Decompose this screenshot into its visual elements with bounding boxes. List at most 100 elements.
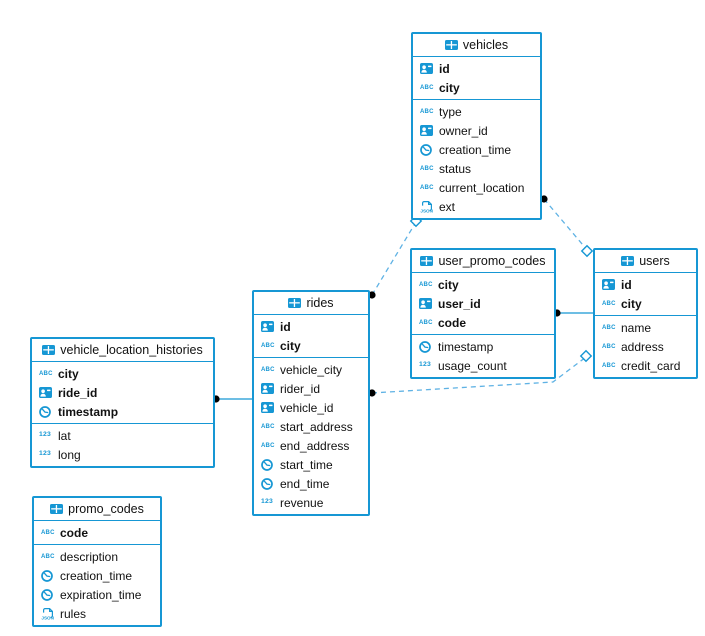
table-header-vehicles[interactable]: vehicles (413, 34, 540, 57)
table-header-users[interactable]: users (595, 250, 696, 273)
column-row-end_time[interactable]: end_time (254, 474, 368, 493)
relation-line[interactable] (543, 198, 589, 252)
column-row-id[interactable]: id (413, 59, 540, 78)
json-icon: JSON (420, 201, 434, 213)
table-grid-icon (288, 298, 302, 308)
abc-icon: ABC (420, 84, 434, 91)
svg-text:JSON: JSON (420, 208, 433, 213)
column-label: id (621, 277, 632, 292)
id-badge-icon (419, 298, 432, 309)
column-row-rules[interactable]: JSON rules (34, 604, 160, 623)
column-row-revenue[interactable]: 123 revenue (254, 493, 368, 512)
column-row-creation_time[interactable]: creation_time (413, 140, 540, 159)
abc-icon: ABC (420, 165, 434, 172)
table-title: vehicle_location_histories (60, 343, 203, 357)
table-header-promo_codes[interactable]: promo_codes (34, 498, 160, 521)
table-title: vehicles (462, 38, 509, 52)
column-label: long (58, 447, 81, 462)
column-label: city (438, 277, 459, 292)
number-123-icon: 123 (419, 361, 431, 369)
column-row-user_id[interactable]: user_id (412, 294, 554, 313)
column-row-vehicle_id[interactable]: vehicle_id (254, 398, 368, 417)
column-label: city (58, 366, 79, 381)
abc-icon: ABC (419, 281, 433, 288)
abc-icon: ABC (261, 442, 275, 449)
column-row-timestamp[interactable]: timestamp (412, 337, 554, 356)
column-label: end_time (280, 476, 330, 491)
column-label: rules (60, 606, 87, 621)
clock-icon (420, 143, 432, 156)
relation-line[interactable] (371, 356, 587, 394)
column-label: creation_time (439, 142, 512, 157)
number-123-icon: 123 (261, 498, 273, 506)
column-row-rider_id[interactable]: rider_id (254, 379, 368, 398)
table-grid-icon (50, 504, 64, 514)
column-label: name (621, 320, 652, 335)
column-label: city (280, 338, 301, 353)
table-header-rides[interactable]: rides (254, 292, 368, 315)
column-label: rider_id (280, 381, 321, 396)
column-row-ride_id[interactable]: ride_id (32, 383, 213, 402)
relation-vehicle_location_histories-rides[interactable] (212, 395, 252, 403)
id-badge-icon (420, 125, 433, 136)
table-title: users (639, 254, 670, 268)
table-grid-icon (420, 256, 434, 266)
column-label: ext (439, 199, 456, 214)
table-title: promo_codes (68, 502, 144, 516)
column-row-timestamp[interactable]: timestamp (32, 402, 213, 421)
column-row-id[interactable]: id (254, 317, 368, 336)
abc-icon: ABC (420, 184, 434, 191)
column-label: ride_id (58, 385, 98, 400)
column-row-id[interactable]: id (595, 275, 696, 294)
table-header-user_promo_codes[interactable]: user_promo_codes (412, 250, 554, 273)
column-row-name[interactable]: ABC name (595, 318, 696, 337)
relation-user_promo_codes-users[interactable] (553, 309, 593, 317)
table-header-vehicle_location_histories[interactable]: vehicle_location_histories (32, 339, 213, 362)
column-row-expiration_time[interactable]: expiration_time (34, 585, 160, 604)
relation-dot-marker (368, 291, 376, 299)
column-label: revenue (280, 495, 324, 510)
column-row-start_time[interactable]: start_time (254, 455, 368, 474)
relation-rides-users[interactable] (368, 349, 593, 397)
table-title: user_promo_codes (438, 254, 546, 268)
column-row-creation_time[interactable]: creation_time (34, 566, 160, 585)
id-badge-icon (261, 402, 274, 413)
column-row-ext[interactable]: JSON ext (413, 197, 540, 216)
relation-vehicles-users[interactable] (540, 195, 594, 258)
column-label: timestamp (438, 339, 494, 354)
column-row-city[interactable]: ABC city (412, 275, 554, 294)
column-row-owner_id[interactable]: owner_id (413, 121, 540, 140)
column-label: code (438, 315, 467, 330)
abc-icon: ABC (602, 324, 616, 331)
